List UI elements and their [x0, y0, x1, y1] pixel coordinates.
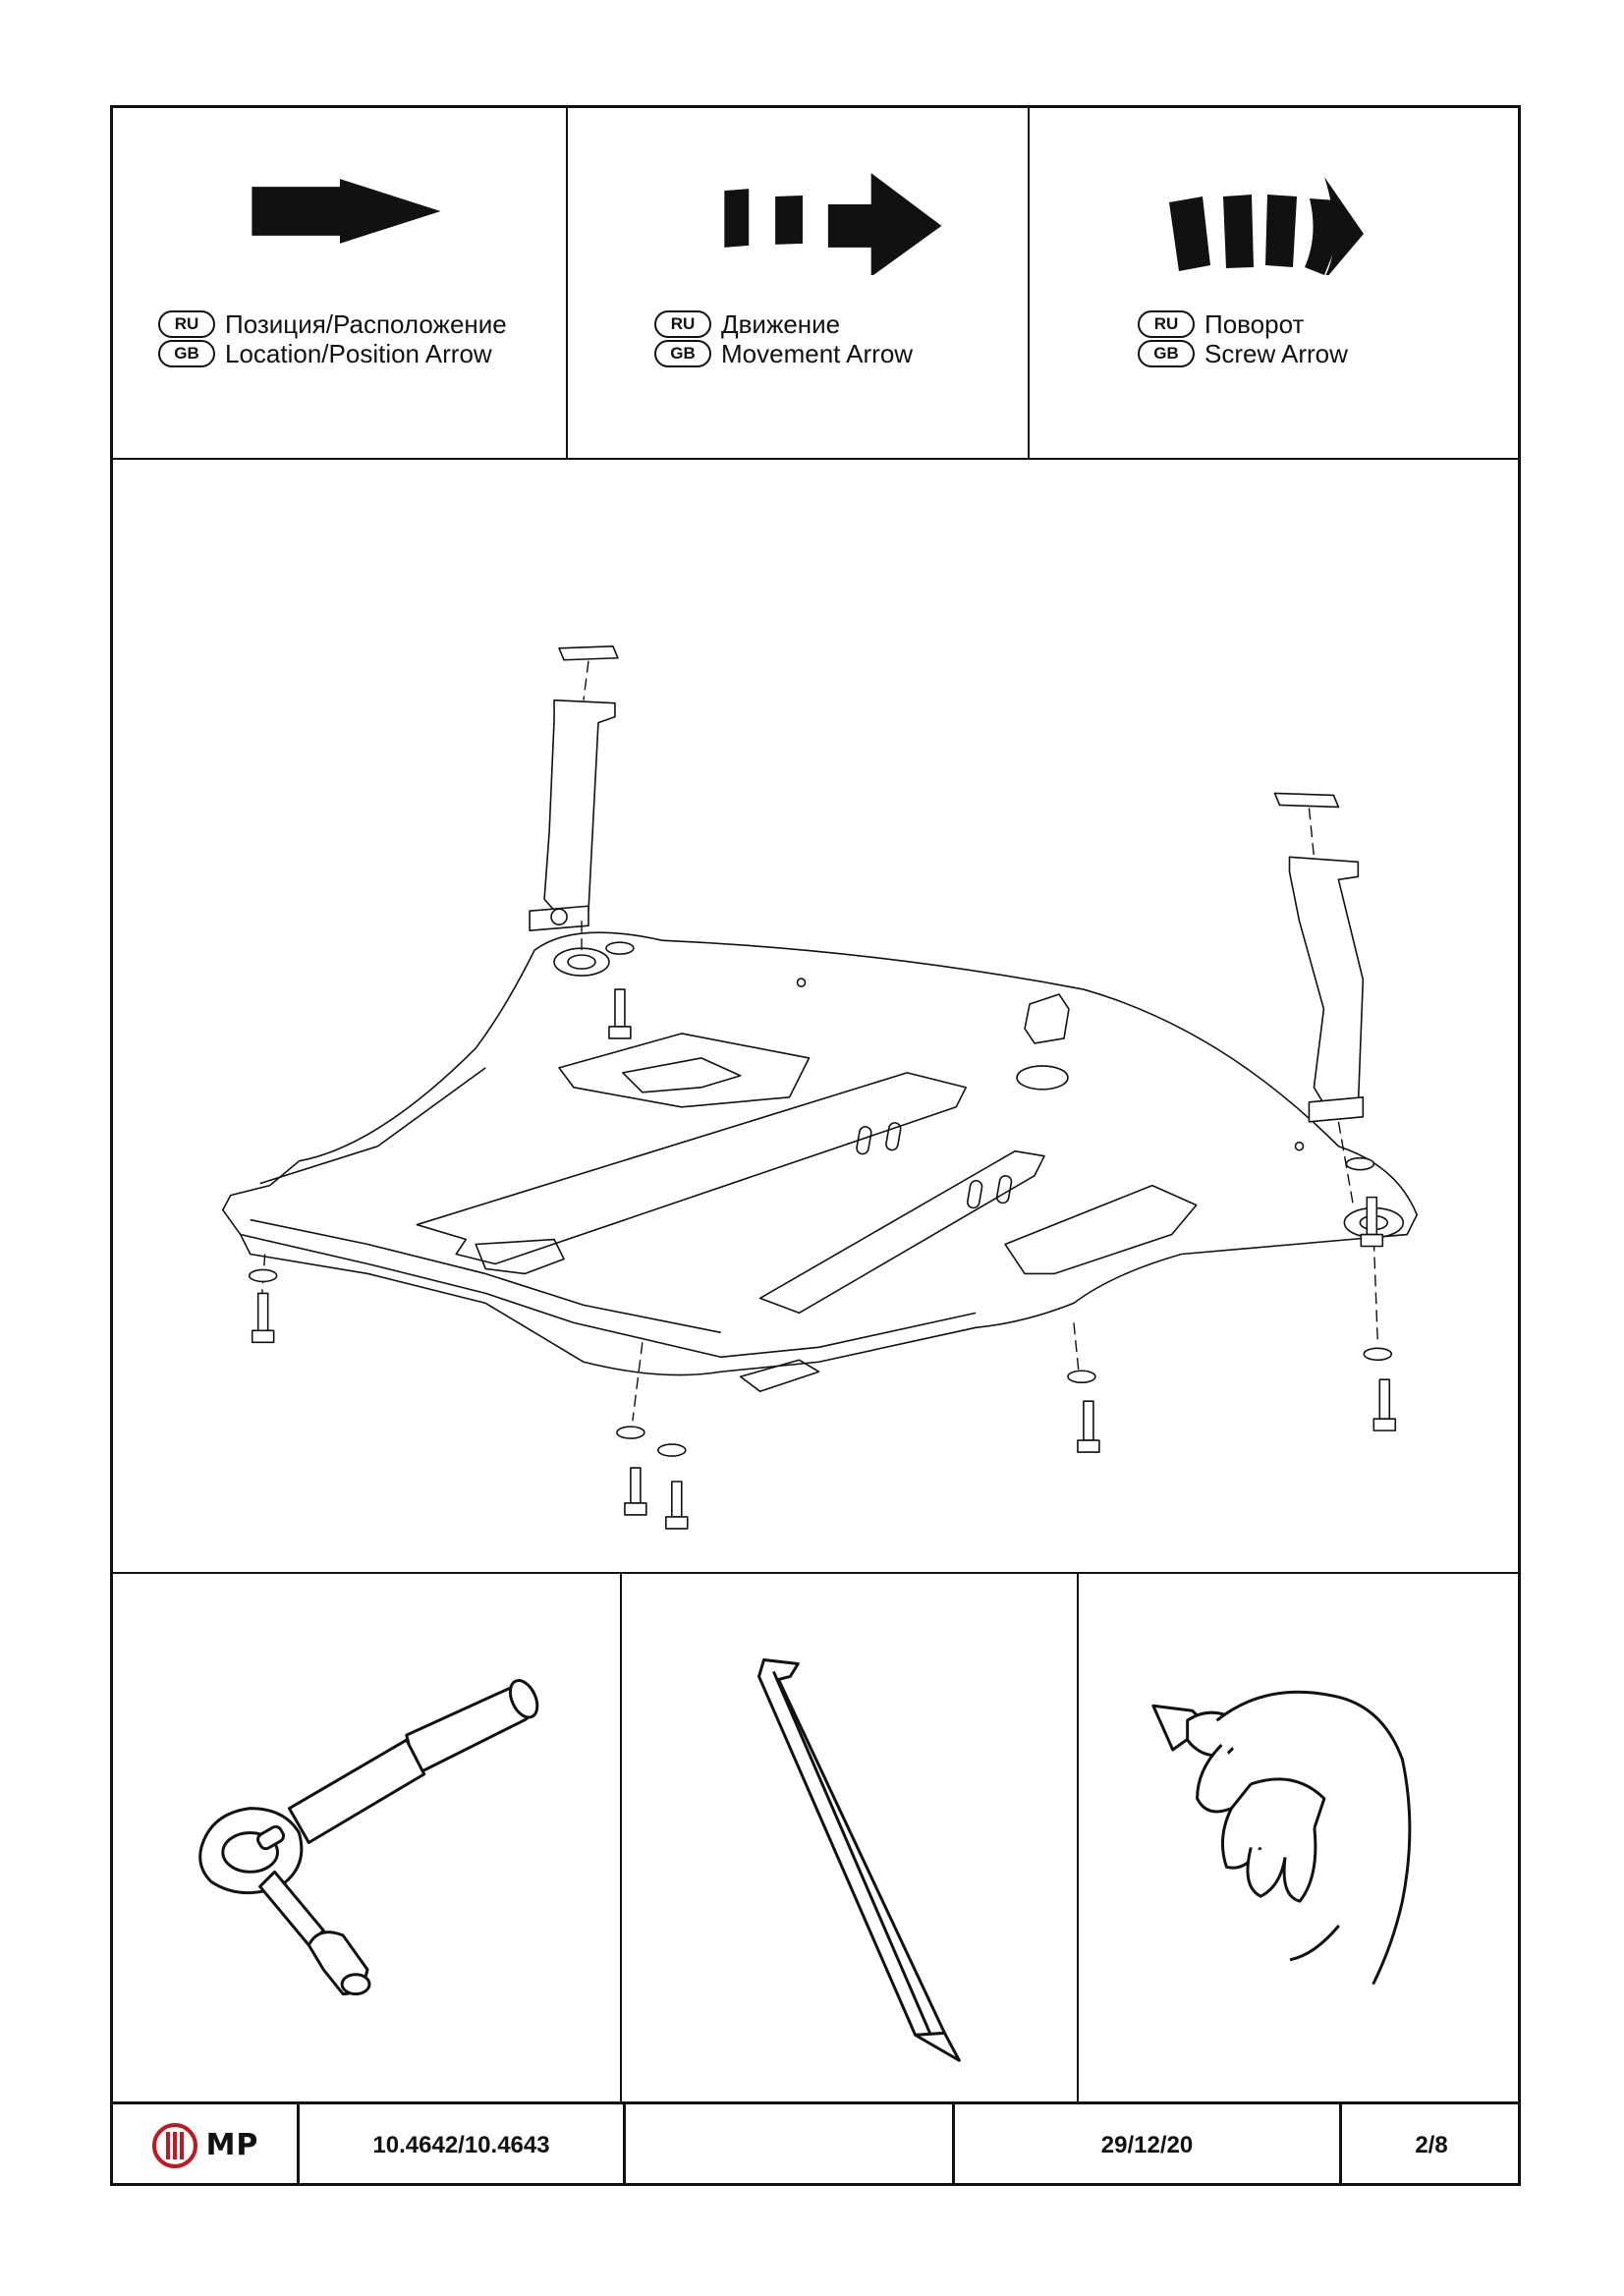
tool-ratchet: [113, 1574, 622, 2101]
mp-logo-icon: [151, 2122, 197, 2168]
legend-gb-label: Screw Arrow: [1204, 339, 1348, 368]
legend-gb-label: Location/Position Arrow: [225, 339, 492, 368]
screw-arrow-icon: [1169, 177, 1364, 275]
legend-ru-label: Движение: [721, 309, 841, 339]
blank-cell: [626, 2104, 955, 2186]
tools-row: [113, 1574, 1518, 2104]
logo-text: MP: [205, 2128, 259, 2162]
movement-arrow-icon: [724, 173, 942, 275]
part-number: 10.4642/10.4643: [300, 2104, 626, 2186]
date: 29/12/20: [955, 2104, 1342, 2186]
ru-badge: RU: [654, 310, 711, 338]
gb-badge: GB: [654, 340, 711, 367]
page-number: 2/8: [1415, 2131, 1448, 2158]
legend-screw: RU Поворот GB Screw Arrow: [1030, 108, 1521, 458]
skid-plate-exploded-diagram: [221, 644, 1419, 1530]
legend-ru-label: Позиция/Расположение: [225, 309, 507, 339]
trim-removal-tool-icon: [757, 1658, 961, 2062]
logo-cell: MP: [113, 2104, 300, 2186]
assembly-diagram: [113, 460, 1518, 1574]
arrow-legend: RU Позиция/Расположение GB Location/Positi…: [113, 108, 1518, 460]
ratchet-wrench-icon: [198, 1679, 539, 1996]
gb-badge: GB: [1138, 340, 1195, 367]
ru-badge: RU: [1138, 310, 1195, 338]
tool-utility-knife: [1079, 1574, 1521, 2101]
gb-badge: GB: [158, 340, 215, 367]
instruction-sheet: RU Позиция/Расположение GB Location/Positi…: [110, 105, 1521, 2186]
location-arrow-icon: [252, 179, 441, 244]
utility-knife-hand-icon: [1151, 1690, 1412, 1986]
mp-logo: MP: [151, 2122, 259, 2169]
tool-trim-removal: [622, 1574, 1079, 2101]
ru-badge: RU: [158, 310, 215, 338]
legend-ru-label: Поворот: [1204, 309, 1305, 339]
legend-gb-label: Movement Arrow: [721, 339, 914, 368]
legend-location: RU Позиция/Расположение GB Location/Positi…: [113, 108, 568, 458]
legend-movement: RU Движение GB Movement Arrow: [568, 108, 1030, 458]
title-block: MP 10.4642/10.4643 29/12/20 2/8: [113, 2104, 1518, 2186]
